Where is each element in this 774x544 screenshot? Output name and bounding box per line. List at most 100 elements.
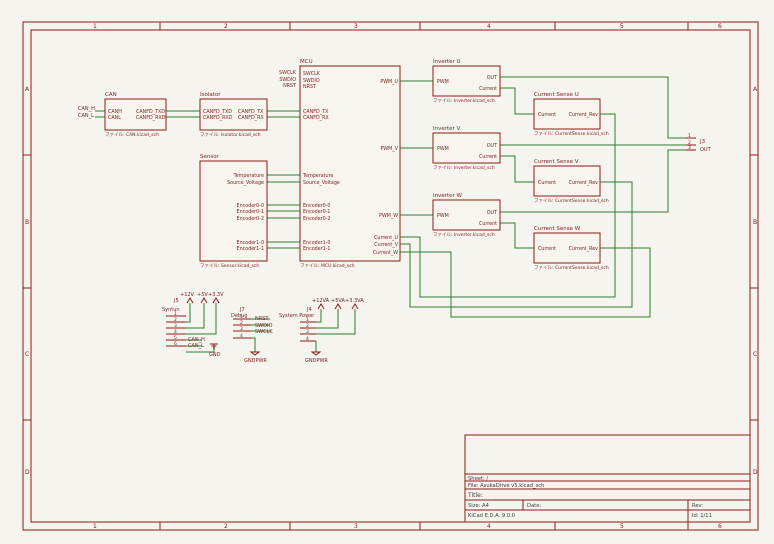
- mcu-pin-enc0-2: Encoder0-2: [303, 216, 330, 222]
- j7-ref: J7: [239, 307, 245, 313]
- tb-id: Id: 1/11: [692, 513, 712, 519]
- can-title: CAN: [105, 92, 117, 98]
- mcu-pin-enc1-1: Encoder1-1: [303, 246, 330, 252]
- sheet-can[interactable]: CAN ファイル: CAN.kicad_sch CANH CANL CANFD_…: [104, 92, 167, 138]
- rail-5va-arrow: [334, 303, 342, 310]
- current-sense-v-pin-in: Current: [538, 180, 556, 186]
- j4-value: System Power: [279, 313, 315, 319]
- connector-j5[interactable]: J5 Syntun 1 2 3 4 5 6 CAN_H CAN_L: [162, 298, 205, 349]
- sheet-inverter-u[interactable]: Inverter U ファイル: Inverter.kicad_sch PWM …: [432, 59, 501, 104]
- j5-pin-5: 5: [174, 335, 177, 341]
- rail-5v: +5V: [197, 292, 208, 298]
- tb-title: Title:: [467, 492, 483, 499]
- gndpwr-symbol-2: [310, 351, 322, 356]
- inner-frame: [30, 29, 751, 523]
- j3-label: OUT: [700, 147, 712, 153]
- tb-rev: Rev:: [692, 503, 703, 509]
- mcu-pin-current-v: Current_V: [374, 242, 398, 248]
- isolator-title: Isolator: [200, 92, 221, 98]
- mcu-file: ファイル: MCU.kicad_sch: [300, 263, 355, 269]
- title-block: [464, 434, 751, 523]
- can-sheet-box[interactable]: [104, 98, 167, 131]
- inverter-v-title: Inverter V: [433, 126, 461, 132]
- sheet-current-sense-u[interactable]: Current Sense U ファイル: CurrentSense.kicad…: [533, 92, 609, 137]
- sheet-sensor[interactable]: Sensor ファイル: Sensor.kicad_sch Temperatur…: [199, 154, 268, 269]
- inverter-u-title: Inverter U: [433, 59, 461, 65]
- inverter-w-pin-pwm: PWM: [437, 213, 449, 219]
- isolator-sheet-box[interactable]: [199, 98, 268, 131]
- tb-tool: KiCad E.D.A. 9.0.0: [468, 513, 515, 519]
- inverter-v-pin-pwm: PWM: [437, 146, 449, 152]
- col-label-4b: 4: [487, 523, 491, 530]
- j7-pin-2: 2: [240, 320, 243, 326]
- col-label-5b: 5: [620, 523, 624, 530]
- inverter-u-file: ファイル: Inverter.kicad_sch: [433, 98, 495, 104]
- current-sense-w-pin-in: Current: [538, 246, 556, 252]
- sensor-pin-source-voltage: Source_Voltage: [227, 180, 264, 186]
- rail-3v3-arrow: [212, 297, 220, 304]
- mcu-pin-canfd-rx: CANFD_RX: [303, 115, 329, 121]
- current-sense-v-box[interactable]: [533, 165, 601, 197]
- sensor-sheet-box[interactable]: [199, 160, 268, 262]
- sheet-current-sense-v[interactable]: Current Sense V ファイル: CurrentSense.kicad…: [533, 159, 609, 204]
- rail-12v: +12V: [180, 292, 195, 298]
- j5-label-can-h: CAN_H: [188, 337, 205, 343]
- can-pin-txd: CANFD_TXD: [136, 109, 165, 115]
- j5-label-can-l: CAN_L: [188, 343, 204, 349]
- net-label-nrst: NRST: [283, 83, 296, 89]
- sheet-current-sense-w[interactable]: Current Sense W ファイル: CurrentSense.kicad…: [533, 226, 609, 271]
- inverter-v-box[interactable]: [432, 132, 501, 164]
- sheet-inverter-v[interactable]: Inverter V ファイル: Inverter.kicad_sch PWM …: [432, 126, 501, 171]
- tb-date: Date:: [527, 503, 541, 509]
- can-pin-canh: CANH: [108, 109, 122, 115]
- mcu-pin-nrst: NRST: [303, 84, 316, 90]
- outer-frame: [22, 21, 759, 531]
- current-sense-v-file: ファイル: CurrentSense.kicad_sch: [534, 198, 609, 204]
- current-sense-u-pin-out: Current_Rev: [569, 112, 598, 118]
- current-sense-w-box[interactable]: [533, 232, 601, 264]
- row-label-a: A: [25, 86, 30, 93]
- j3-pin-1: 1: [688, 133, 691, 139]
- col-label-6b: 6: [718, 523, 722, 530]
- power-rails-j5: +12V +5V +3.3V GND: [180, 292, 224, 358]
- mcu-pin-swclk: SWCLK: [303, 71, 321, 77]
- j7-pin-3: 3: [240, 326, 243, 332]
- inverter-w-pin-current: Current: [479, 221, 497, 227]
- col-label-6: 6: [718, 23, 722, 30]
- j7-pin-1: 1: [240, 314, 243, 320]
- tb-size: Size: A4: [468, 503, 490, 509]
- j4-ref: J4: [306, 307, 312, 313]
- j4-pin-2: 2: [306, 323, 309, 329]
- mcu-title: MCU: [300, 59, 313, 65]
- sensor-pin-enc0-2: Encoder0-2: [237, 216, 264, 222]
- gndpwr-label-2: GNDPWR: [305, 358, 328, 364]
- inverter-u-box[interactable]: [432, 65, 501, 97]
- connector-j3[interactable]: J3 OUT 1 2 3: [686, 133, 712, 153]
- j5-pin-3: 3: [174, 323, 177, 329]
- j5-pin-6: 6: [174, 341, 177, 347]
- j7-label-nrst: NRST: [255, 316, 269, 322]
- gndpwr-symbol-1: [249, 351, 261, 356]
- mcu-pin-enc0-1: Encoder0-1: [303, 209, 330, 215]
- current-sense-u-box[interactable]: [533, 98, 601, 130]
- connector-j7[interactable]: J7 Debug 1 2 3 4 NRST SWDIO SWCLK: [231, 307, 273, 339]
- j7-value: Debug: [231, 313, 247, 319]
- isolator-file: ファイル: Isolator.kicad_sch: [200, 132, 261, 138]
- mcu-pin-pwm-w: PWM_W: [379, 213, 398, 219]
- sheet-isolator[interactable]: Isolator ファイル: Isolator.kicad_sch CANFD_…: [199, 92, 268, 138]
- col-label-4: 4: [487, 23, 491, 30]
- sheet-inverter-w[interactable]: Inverter W ファイル: Inverter.kicad_sch PWM …: [432, 193, 501, 238]
- inverter-w-pin-out: OUT: [487, 210, 497, 216]
- j7-label-swdio: SWDIO: [255, 323, 272, 329]
- net-label-can-h: CAN_H: [78, 106, 95, 112]
- can-pin-rxd: CANFD_RXD: [136, 115, 166, 121]
- connector-j4[interactable]: J4 System Power 1 2 3 4: [279, 307, 316, 342]
- sheet-mcu[interactable]: MCU ファイル: MCU.kicad_sch SWCLK SWDIO NRST…: [299, 59, 401, 269]
- inverter-v-file: ファイル: Inverter.kicad_sch: [433, 165, 495, 171]
- j4-pin-1: 1: [306, 317, 309, 323]
- inverter-w-box[interactable]: [432, 199, 501, 231]
- mcu-sheet-box[interactable]: [299, 65, 401, 262]
- power-rails-j4: +12VA +5VA +3.3VA GNDPWR: [305, 298, 364, 364]
- rail-3v3a-arrow: [351, 303, 359, 310]
